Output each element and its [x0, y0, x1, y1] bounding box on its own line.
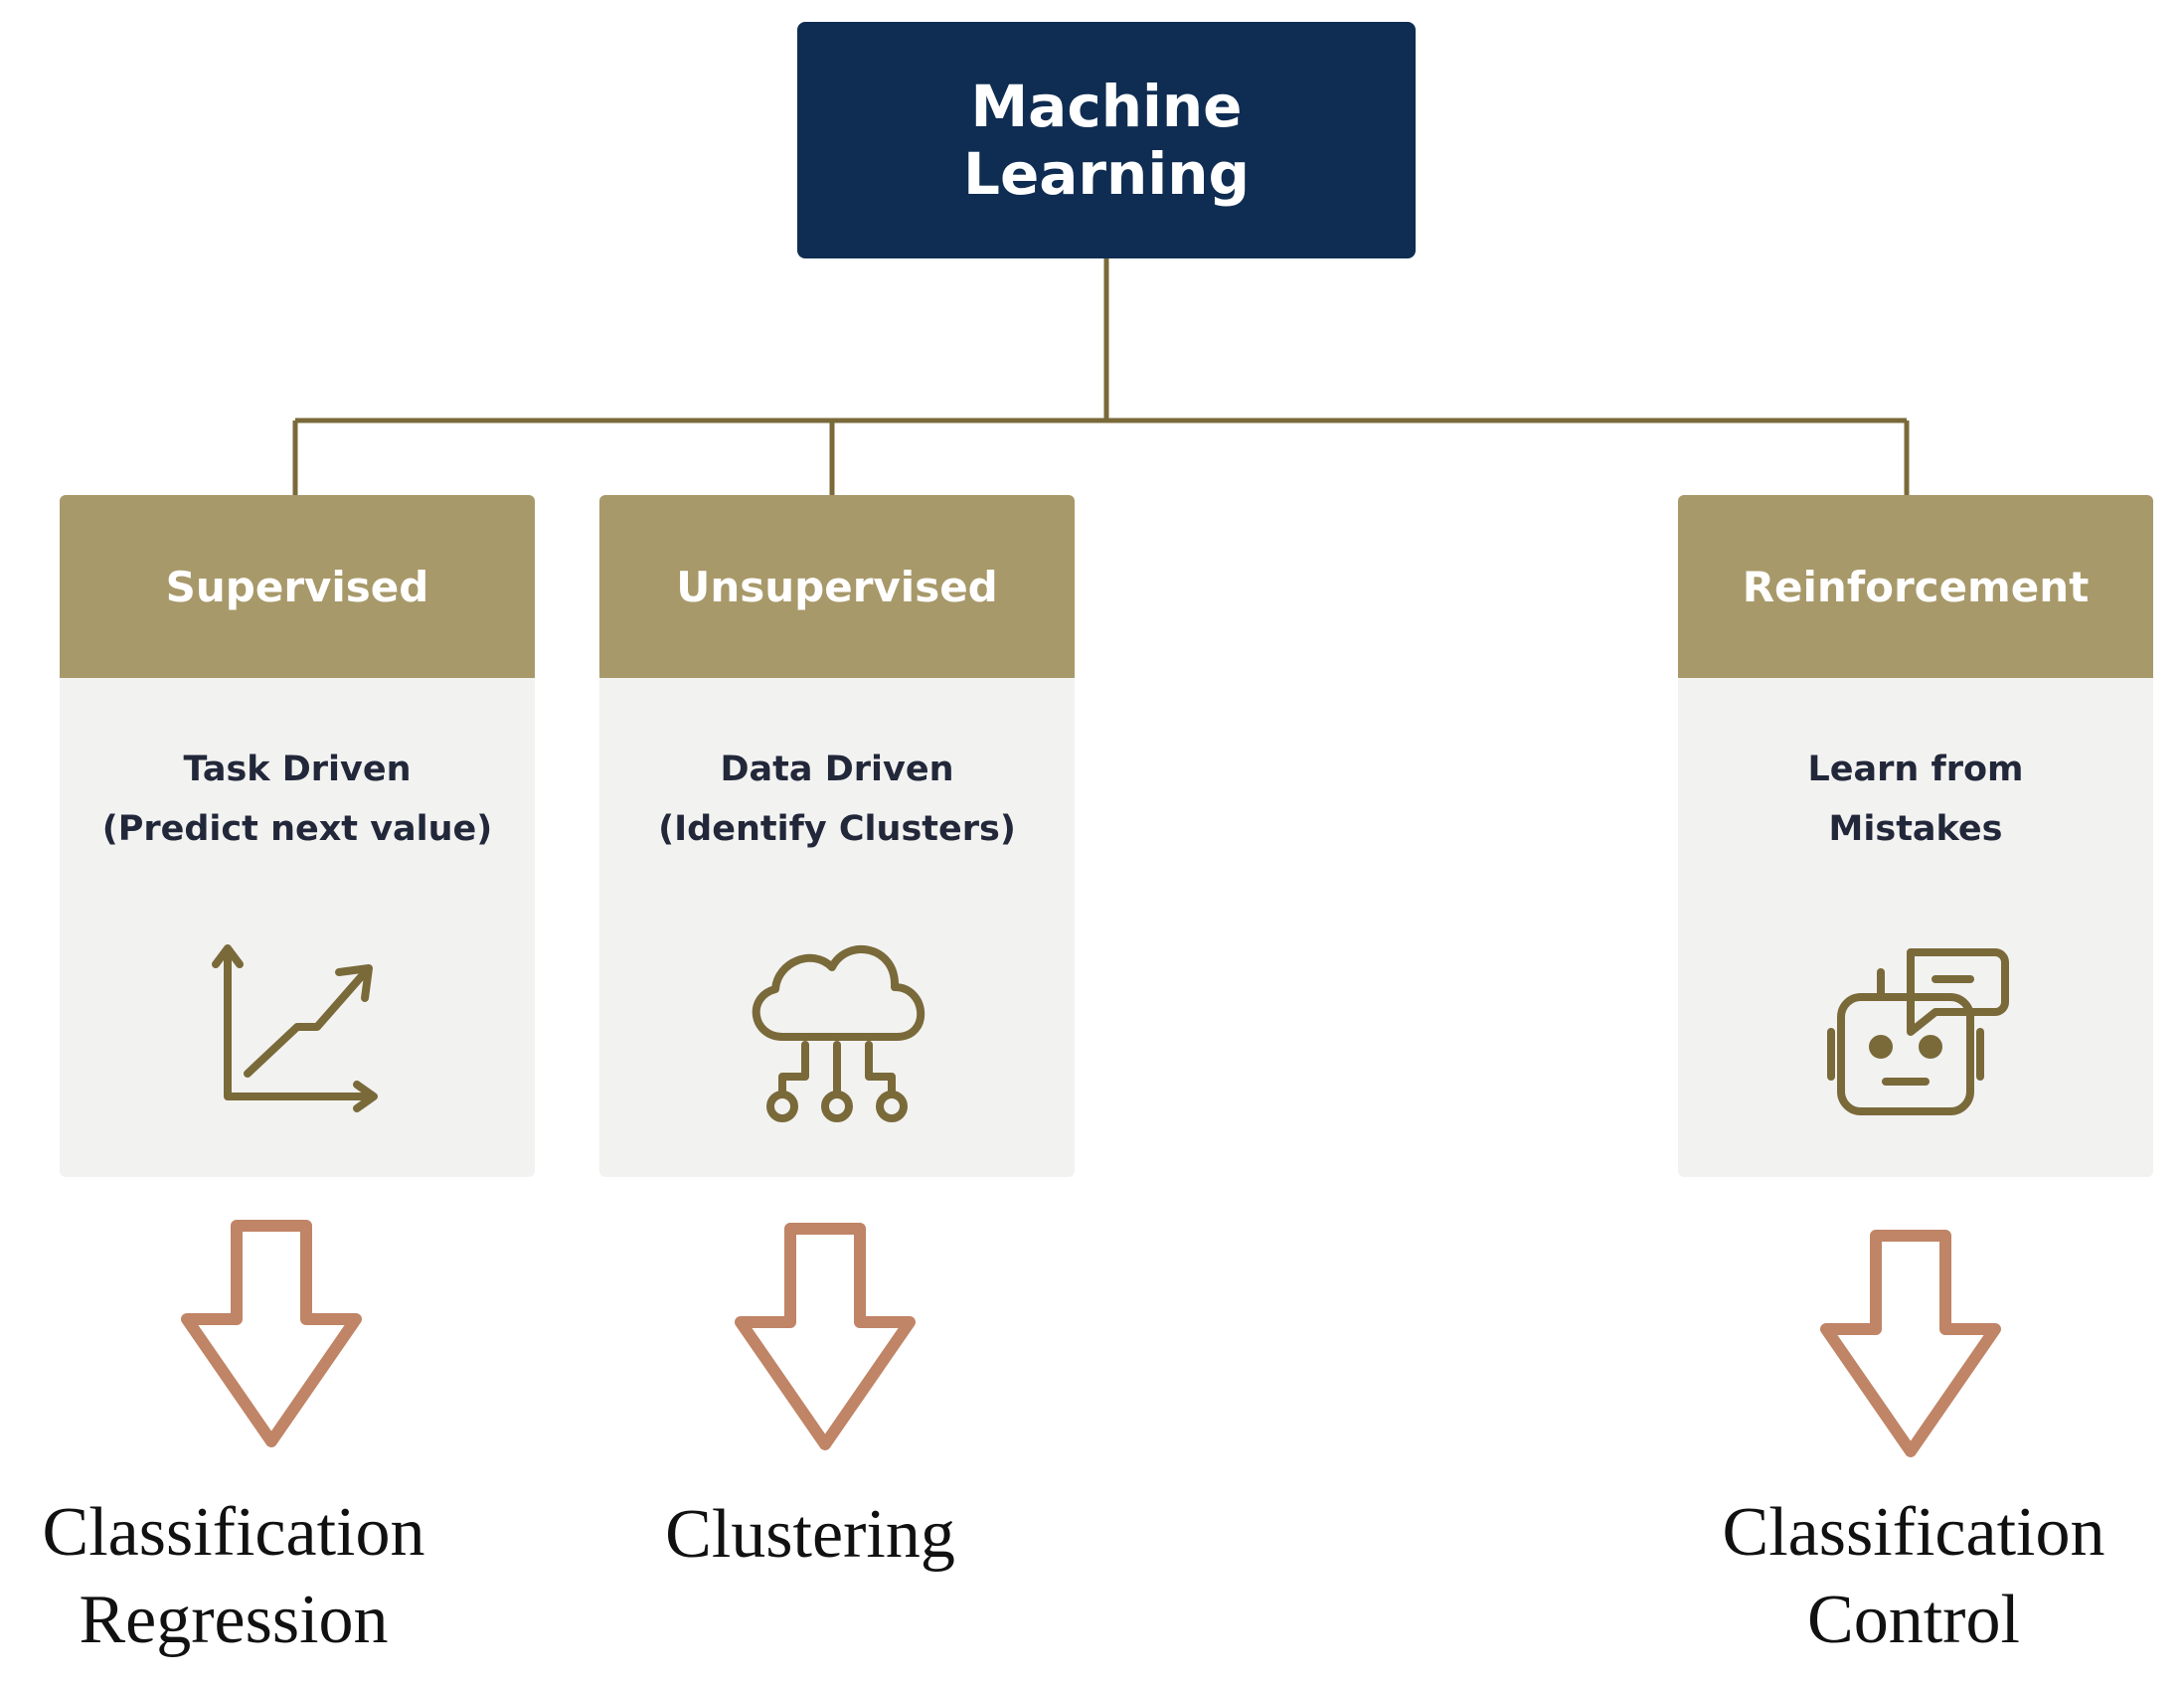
outcome-line1: Classification: [1722, 1494, 2105, 1571]
card-description-line1: Learn from: [1807, 750, 2024, 789]
card-description-supervised: Task Driven (Predict next value): [60, 740, 535, 859]
card-header-unsupervised: Unsupervised: [599, 495, 1075, 678]
down-arrow-icon: [181, 1220, 362, 1447]
root-node-machine-learning: Machine Learning: [797, 22, 1416, 258]
card-reinforcement: Reinforcement Learn from Mistakes: [1678, 495, 2153, 1177]
down-arrow-icon: [1820, 1230, 2001, 1457]
trend-chart-icon: [60, 923, 535, 1141]
card-unsupervised: Unsupervised Data Driven (Identify Clust…: [599, 495, 1075, 1177]
card-description-line1: Task Driven: [183, 750, 412, 789]
outcome-line2: Regression: [79, 1582, 389, 1658]
card-header-reinforcement: Reinforcement: [1678, 495, 2153, 678]
outcome-line1: Classification: [42, 1494, 425, 1571]
cloud-network-icon: [599, 923, 1075, 1141]
outcome-reinforcement: Classification Control: [1680, 1489, 2147, 1664]
down-arrow-icon: [735, 1223, 916, 1450]
card-header-supervised: Supervised: [60, 495, 535, 678]
outcome-unsupervised: Clustering: [596, 1491, 1024, 1579]
root-title-line1: Machine: [970, 73, 1243, 140]
root-title-line2: Learning: [962, 140, 1251, 208]
outcome-line1: Clustering: [665, 1496, 955, 1573]
card-supervised: Supervised Task Driven (Predict next val…: [60, 495, 535, 1177]
card-description-unsupervised: Data Driven (Identify Clusters): [599, 740, 1075, 859]
outcome-line2: Control: [1807, 1582, 2020, 1658]
card-description-line2: Mistakes: [1828, 809, 2003, 849]
robot-chat-icon: [1678, 923, 2153, 1141]
outcome-supervised: Classification Regression: [5, 1489, 462, 1664]
card-description-line1: Data Driven: [720, 750, 954, 789]
card-description-line2: (Predict next value): [101, 809, 493, 849]
card-description-line2: (Identify Clusters): [658, 809, 1016, 849]
card-description-reinforcement: Learn from Mistakes: [1678, 740, 2153, 859]
